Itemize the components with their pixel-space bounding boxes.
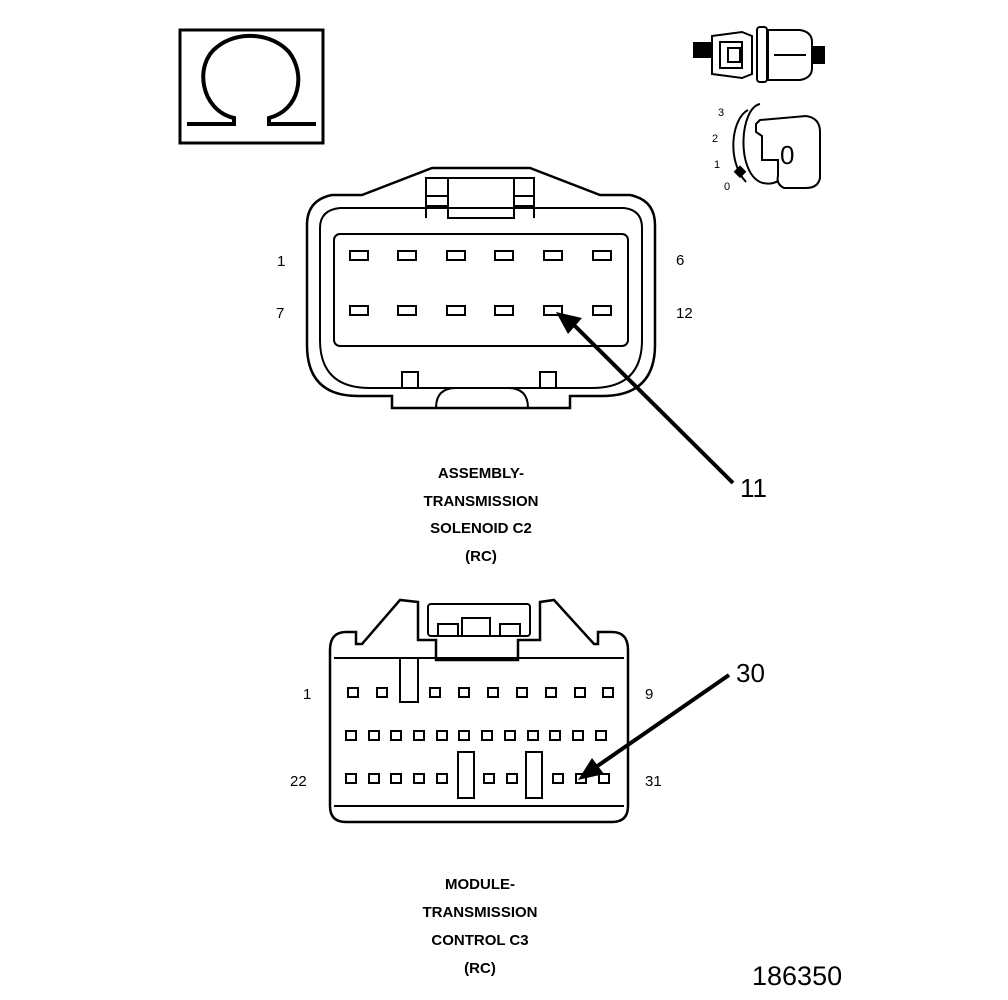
c3-callout-label: 30: [736, 658, 765, 688]
c3-pin-2: [376, 687, 388, 698]
c3-pin-25: [413, 773, 425, 784]
c3-pin-31: [598, 773, 610, 784]
c2-pin-10: [494, 305, 514, 316]
selector-knob-icon: 3 2 1 0 0: [712, 103, 821, 193]
c2-pin-8: [397, 305, 417, 316]
c2-pin-2: [397, 250, 417, 261]
c2-pin-4: [494, 250, 514, 261]
knob-setting: 0: [780, 140, 794, 170]
connector-probe-icon: [693, 26, 825, 83]
c3-callout-arrow: [578, 673, 731, 780]
c2-caption-line-4: (RC): [465, 548, 497, 565]
c3-pin-17: [504, 730, 516, 741]
c2-pin-9: [446, 305, 466, 316]
c2-pin-label-7: 7: [276, 305, 284, 322]
c3-pin-20: [572, 730, 584, 741]
c3-pin-16: [481, 730, 493, 741]
c2-caption-line-3: SOLENOID C2: [430, 520, 532, 537]
c3-caption: MODULE- TRANSMISSION CONTROL C3 (RC): [422, 876, 537, 977]
c3-pin-27: [483, 773, 495, 784]
c2-pin-cavities: [349, 250, 612, 316]
c2-pin-11: [543, 305, 563, 316]
c3-pin-1: [347, 687, 359, 698]
knob-scale-3: 3: [718, 107, 724, 119]
c3-pin-12: [390, 730, 402, 741]
c3-pin-22: [345, 773, 357, 784]
c3-pin-13: [413, 730, 425, 741]
c2-callout-arrow: [556, 312, 735, 485]
c2-caption-line-2: TRANSMISSION: [423, 493, 538, 510]
c2-caption-line-1: ASSEMBLY-: [438, 465, 524, 482]
c3-caption-line-1: MODULE-: [445, 876, 515, 893]
c3-pin-29: [552, 773, 564, 784]
c3-pin-11: [368, 730, 380, 741]
connector-c3: [328, 598, 630, 824]
c2-pin-3: [446, 250, 466, 261]
c3-caption-line-4: (RC): [464, 960, 496, 977]
c3-pin-18: [527, 730, 539, 741]
c3-pin-6: [516, 687, 528, 698]
c3-pin-4: [458, 687, 470, 698]
c3-pin-5: [487, 687, 499, 698]
c2-pin-label-6: 6: [676, 252, 684, 269]
knob-scale-2: 2: [712, 133, 718, 145]
c2-callout-label: 11: [740, 473, 767, 503]
c2-pin-12: [592, 305, 612, 316]
c2-pin-label-12: 12: [676, 305, 693, 322]
c3-pin-label-1: 1: [303, 686, 311, 703]
c3-pin-10: [345, 730, 357, 741]
c2-pin-6: [592, 250, 612, 261]
c2-pin-1: [349, 250, 369, 261]
c3-pin-21: [595, 730, 607, 741]
knob-scale-0: 0: [724, 181, 730, 193]
c3-pin-9: [602, 687, 614, 698]
c2-pin-7: [349, 305, 369, 316]
c3-caption-line-3: CONTROL C3: [431, 932, 528, 949]
figure-id: 186350: [752, 961, 842, 991]
c3-pin-8: [574, 687, 586, 698]
c3-pin-7: [545, 687, 557, 698]
c3-pin-label-9: 9: [645, 686, 653, 703]
c2-pin-label-1: 1: [277, 253, 285, 270]
c3-pin-24: [390, 773, 402, 784]
c3-pin-cavities: [345, 687, 614, 784]
c3-pin-label-31: 31: [645, 773, 662, 790]
c2-pin-5: [543, 250, 563, 261]
c3-pin-19: [549, 730, 561, 741]
c3-pin-14: [436, 730, 448, 741]
ohm-symbol-icon: [178, 28, 325, 145]
c3-pin-26: [436, 773, 448, 784]
c3-pin-3: [429, 687, 441, 698]
c3-pin-23: [368, 773, 380, 784]
c3-pin-28: [506, 773, 518, 784]
c3-caption-line-2: TRANSMISSION: [422, 904, 537, 921]
c3-pin-15: [458, 730, 470, 741]
c2-caption: ASSEMBLY- TRANSMISSION SOLENOID C2 (RC): [423, 465, 538, 565]
connector-c2: [305, 166, 657, 410]
knob-scale-1: 1: [714, 159, 720, 171]
c3-pin-label-22: 22: [290, 773, 307, 790]
